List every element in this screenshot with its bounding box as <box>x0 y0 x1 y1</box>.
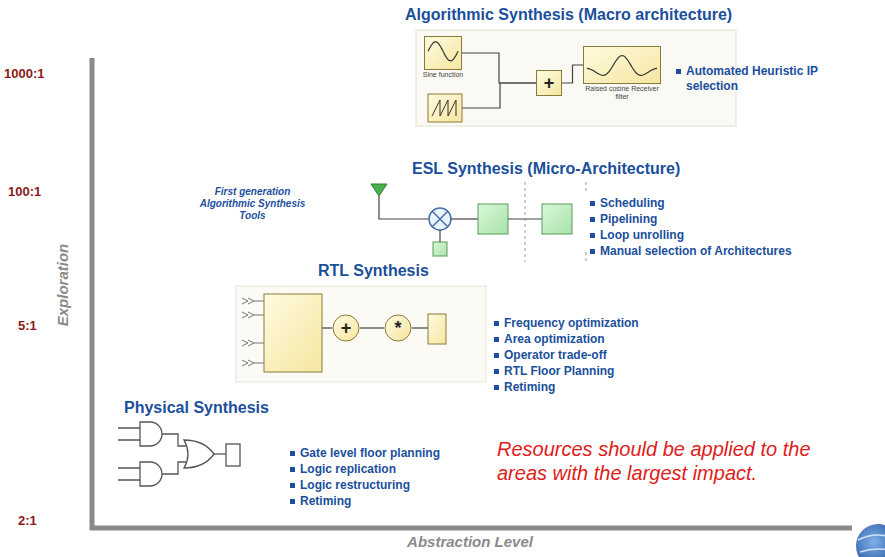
sawtooth-wave <box>432 100 456 116</box>
shape-fill <box>333 315 359 341</box>
bullet-item: Retiming <box>494 380 555 395</box>
wire <box>118 468 140 480</box>
wire <box>379 196 429 219</box>
panel <box>236 286 486 382</box>
operator-symbol: * <box>394 319 401 337</box>
and-gate <box>140 462 162 486</box>
register <box>428 314 446 344</box>
and-gate <box>140 422 162 446</box>
flip-flop <box>226 444 240 466</box>
section-title: RTL Synthesis <box>318 262 429 280</box>
connector <box>562 65 583 83</box>
box-outline <box>583 46 661 84</box>
operator-symbol: + <box>544 74 555 92</box>
waveform <box>428 42 458 61</box>
axis-tick: 100:1 <box>8 184 41 199</box>
connector <box>462 53 536 83</box>
wire <box>254 301 264 363</box>
bullet-item: Loop unrolling <box>590 228 684 243</box>
bullet-item: Gate level floor planning <box>290 446 440 461</box>
stage-divider <box>586 182 587 192</box>
section-title: Algorithmic Synthesis (Macro architectur… <box>405 6 732 24</box>
block-label: Raised cosine Receiver filter <box>582 85 662 101</box>
x-axis <box>90 526 852 531</box>
multiplier-circle: * <box>384 314 412 342</box>
wire <box>322 327 332 328</box>
bullet-item: Pipelining <box>590 212 657 227</box>
box-outline: + <box>536 70 562 96</box>
block-label: Sine function <box>418 71 468 79</box>
wire <box>451 218 478 219</box>
bullet-item: Automated Heuristic IP selection <box>676 64 836 94</box>
adder-circle: + <box>332 314 360 342</box>
axis-title: Exploration <box>54 244 71 327</box>
stage-box <box>478 204 508 234</box>
bullet-item: Manual selection of Architectures <box>590 244 792 259</box>
wire <box>412 327 428 328</box>
circle-outline: + <box>332 314 360 342</box>
section-title: Physical Synthesis <box>124 399 269 417</box>
wire <box>118 428 140 440</box>
bullet-item: Logic restructuring <box>290 478 410 493</box>
input-chevrons <box>242 298 254 366</box>
bullet-item: Scheduling <box>590 196 665 211</box>
oscillator-box <box>433 242 447 256</box>
stage-divider <box>525 182 526 262</box>
waveform <box>587 56 657 76</box>
wire <box>439 230 440 242</box>
y-axis <box>90 58 95 530</box>
callout-note: Resources should be applied to the areas… <box>497 437 847 485</box>
bullet-item: Logic replication <box>290 462 396 477</box>
logic-block <box>264 294 322 372</box>
axis-tick: 1000:1 <box>4 66 44 81</box>
axis-title: Abstraction Level <box>407 533 533 550</box>
outline <box>424 36 462 70</box>
operator-symbol: + <box>341 319 352 337</box>
stage-divider <box>586 252 587 262</box>
sawtooth-box <box>428 94 462 122</box>
axis-tick: 2:1 <box>18 513 37 528</box>
axis-tick: 5:1 <box>18 318 37 333</box>
mixer <box>429 208 451 230</box>
logo-lines <box>858 535 885 552</box>
or-gate <box>184 440 214 468</box>
shape-fill <box>584 47 661 84</box>
wire <box>162 434 186 474</box>
stage-box <box>542 204 572 234</box>
bullet-item: RTL Floor Planning <box>494 364 614 379</box>
outline <box>583 46 661 84</box>
circle-outline: * <box>384 314 412 342</box>
shape-fill <box>385 315 411 341</box>
shape-fill <box>425 37 462 70</box>
bullet-item: Area optimization <box>494 332 605 347</box>
filter-block: Raised cosine Receiver filter <box>582 46 662 101</box>
shape-fill <box>537 71 562 96</box>
connector <box>360 327 384 328</box>
bullet-item: Retiming <box>290 494 351 509</box>
antenna <box>371 184 387 196</box>
wire <box>462 83 536 108</box>
mixer-cross <box>432 211 448 227</box>
section-title: ESL Synthesis (Micro-Architecture) <box>412 160 680 178</box>
bullet-item: Operator trade-off <box>494 348 607 363</box>
box-outline <box>424 36 462 70</box>
adder-block: + <box>536 70 562 96</box>
note-text: First generation Algorithmic Synthesis T… <box>190 186 315 222</box>
logo-globe <box>856 524 885 557</box>
wire <box>214 453 226 454</box>
bullet-item: Frequency optimization <box>494 316 639 331</box>
sine-block: Sine function <box>418 36 468 79</box>
